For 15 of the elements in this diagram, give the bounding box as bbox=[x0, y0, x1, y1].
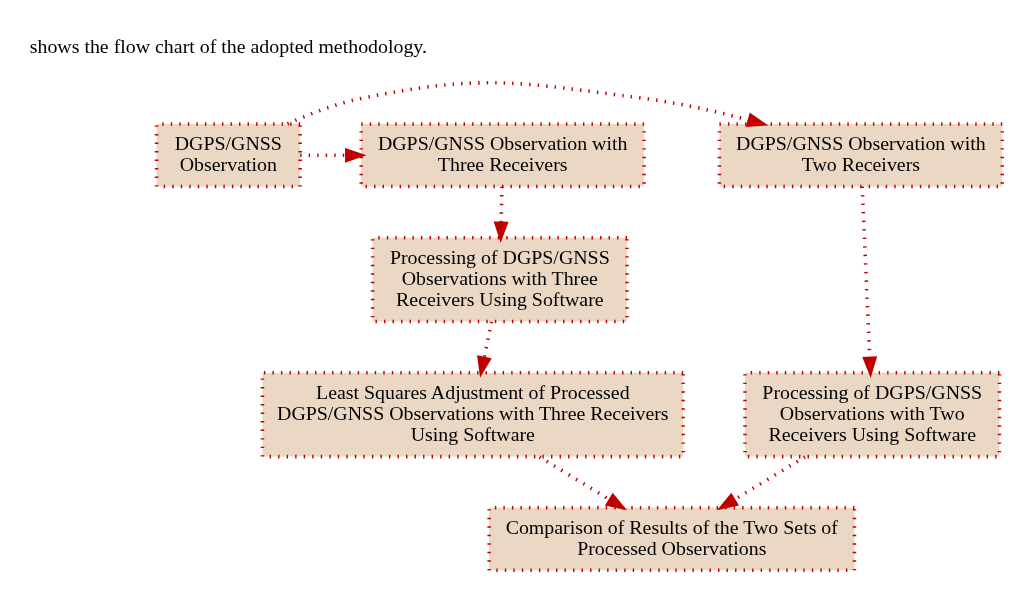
node-box: Processing of DGPS/GNSS Observations with Three Receivers Using Software bbox=[370, 235, 629, 324]
arrow bbox=[286, 81, 769, 127]
arrow bbox=[860, 186, 878, 378]
node-box: DGPS/GNSS Observation bbox=[154, 122, 302, 189]
node-box: Least Squares Adjustment of Processed DGPS/GNSS Observations with Three Receivers Using Software bbox=[260, 370, 685, 459]
label: shows the flow chart of the adopted methodology. bbox=[29, 34, 427, 57]
arrow bbox=[477, 321, 494, 378]
node-box: Processing of DGPS/GNSS Observations with Two Receivers Using Software bbox=[743, 370, 1002, 459]
node-box: DGPS/GNSS Observation with Two Receivers bbox=[717, 122, 1005, 189]
node-box: DGPS/GNSS Observation with Three Receivers bbox=[359, 122, 646, 189]
arrow bbox=[538, 455, 628, 511]
arrow bbox=[716, 455, 806, 511]
arrow bbox=[300, 147, 367, 163]
arrow bbox=[493, 186, 509, 243]
node-box: Comparison of Results of the Two Sets of Processed Observations bbox=[487, 506, 857, 573]
